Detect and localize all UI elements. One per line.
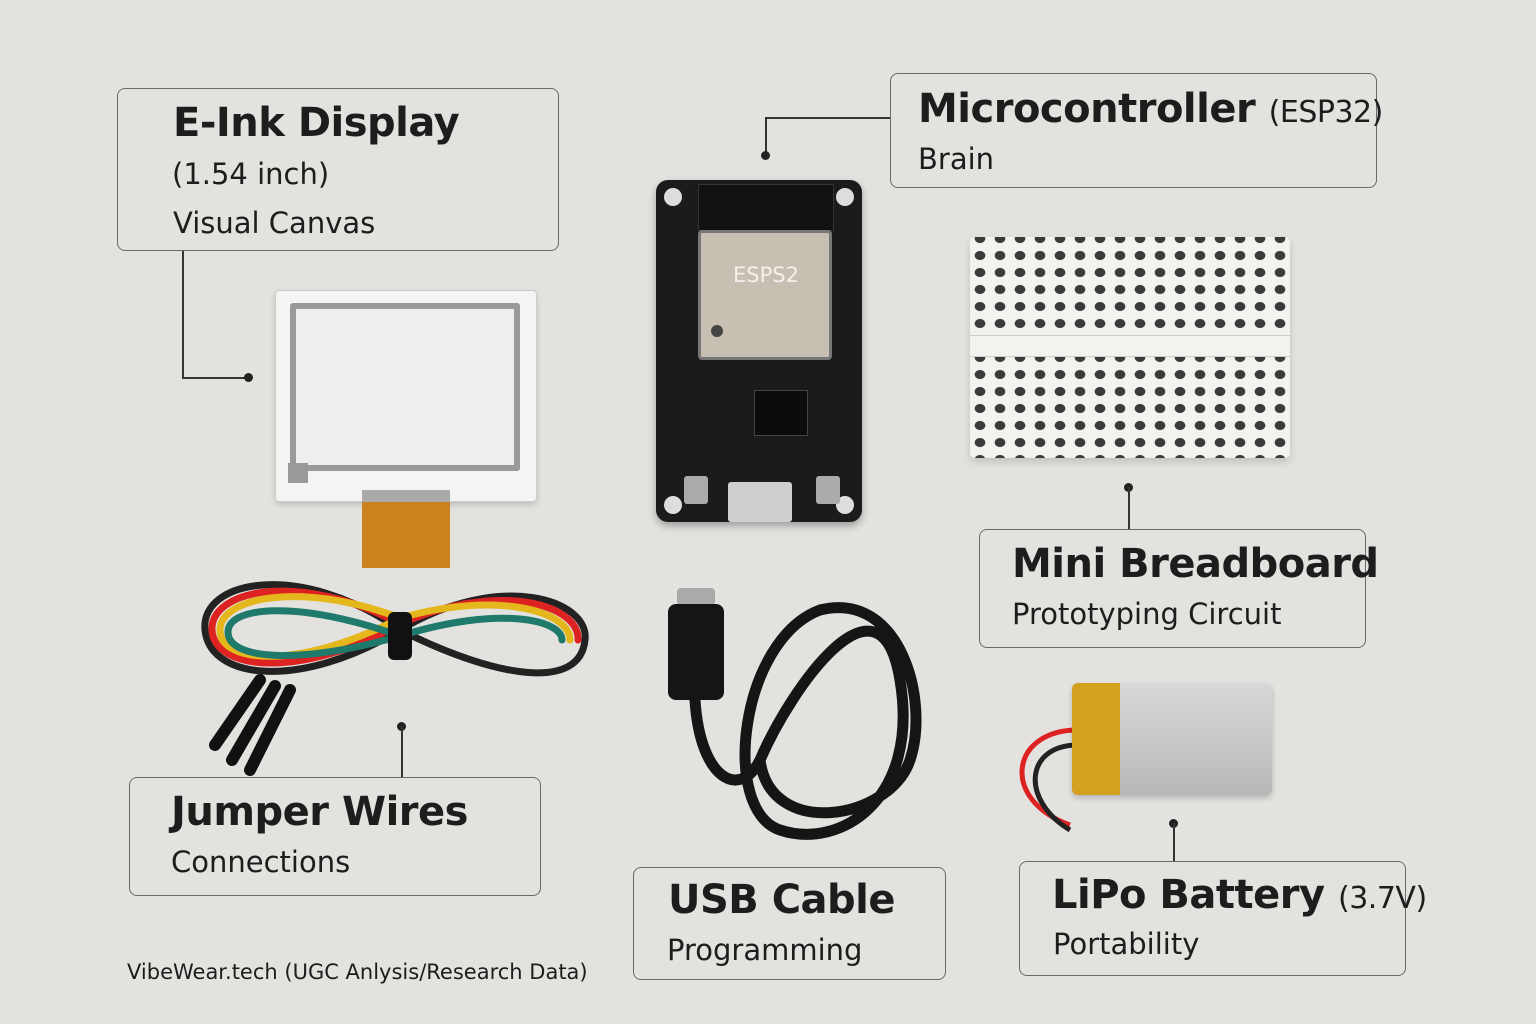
lipo-connector bbox=[1173, 823, 1175, 861]
regulator-chip bbox=[754, 390, 808, 436]
mount-hole bbox=[664, 188, 682, 206]
mount-hole bbox=[836, 496, 854, 514]
eink-size: (1.54 inch) bbox=[172, 157, 330, 191]
lipo-role: Portability bbox=[1053, 927, 1200, 961]
eink-flex-cable bbox=[362, 490, 450, 568]
breadboard-label-box bbox=[979, 529, 1366, 648]
antenna bbox=[698, 184, 834, 231]
eink-role: Visual Canvas bbox=[173, 206, 376, 240]
eink-title: E-Ink Display bbox=[173, 100, 460, 146]
lipo-title: LiPo Battery (3.7V) bbox=[1052, 872, 1427, 918]
lipo-protection-tape bbox=[1072, 683, 1120, 795]
lipo-voltage: (3.7V) bbox=[1338, 881, 1427, 916]
usb-port bbox=[728, 482, 792, 522]
lipo-title-text: LiPo Battery bbox=[1052, 872, 1325, 918]
eink-connector-h bbox=[182, 377, 248, 379]
mcu-connector-h bbox=[765, 117, 890, 119]
breadboard-channel bbox=[970, 335, 1290, 357]
reset-button bbox=[816, 476, 840, 504]
boot-button bbox=[684, 476, 708, 504]
mini-breadboard bbox=[970, 237, 1290, 458]
chip-dot bbox=[711, 325, 723, 337]
mcu-label-box bbox=[890, 73, 1377, 188]
breadboard-connector bbox=[1128, 487, 1130, 529]
usb-role: Programming bbox=[667, 933, 863, 967]
mcu-model: (ESP32) bbox=[1268, 95, 1384, 130]
usb-label-box bbox=[633, 867, 946, 980]
chip-label: ESPS2 bbox=[733, 263, 799, 287]
lipo-label-box bbox=[1019, 861, 1406, 976]
mount-hole bbox=[836, 188, 854, 206]
mount-hole bbox=[664, 496, 682, 514]
eink-connector-pad bbox=[288, 463, 308, 483]
usb-title: USB Cable bbox=[668, 877, 896, 923]
eink-display bbox=[275, 290, 537, 502]
eink-screen bbox=[290, 303, 520, 471]
jumper-connector bbox=[401, 726, 403, 777]
esp32-chip: ESPS2 bbox=[698, 230, 832, 360]
breadboard-title: Mini Breadboard bbox=[1012, 541, 1379, 587]
jumper-title: Jumper Wires bbox=[171, 789, 468, 835]
jumper-label-box bbox=[129, 777, 541, 896]
eink-connector bbox=[182, 251, 184, 378]
mcu-connector bbox=[765, 117, 767, 155]
eink-label-box bbox=[117, 88, 559, 251]
mcu-role: Brain bbox=[918, 142, 995, 176]
jumper-role: Connections bbox=[171, 845, 351, 879]
mcu-title-text: Microcontroller bbox=[918, 86, 1256, 132]
mcu-connector-dot bbox=[761, 151, 770, 160]
footer-credit: VibeWear.tech (UGC Anlysis/Research Data… bbox=[127, 960, 588, 984]
breadboard-role: Prototyping Circuit bbox=[1012, 597, 1282, 631]
eink-connector-dot bbox=[244, 373, 253, 382]
esp32-board: ESPS2 bbox=[656, 180, 862, 522]
lipo-battery bbox=[1072, 683, 1272, 795]
mcu-title: Microcontroller (ESP32) bbox=[918, 86, 1383, 132]
